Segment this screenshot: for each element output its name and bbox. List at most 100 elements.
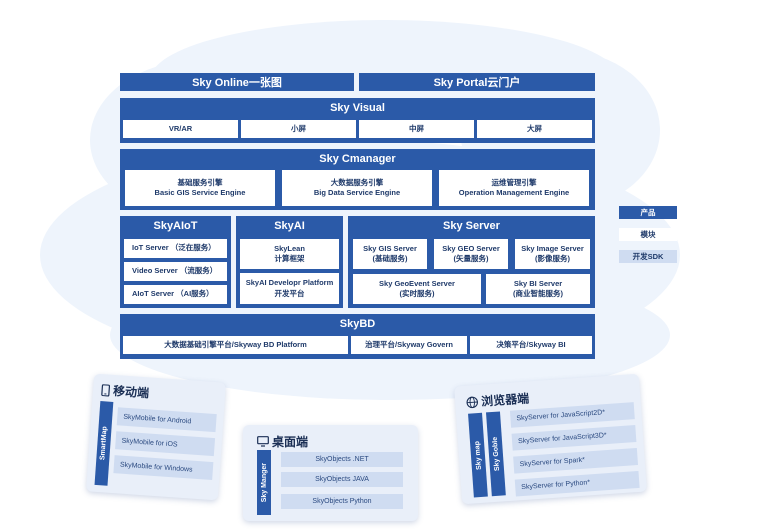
browser-title-label: 浏览器端 (480, 391, 530, 409)
engine-en-label: Operation Management Engine (458, 188, 570, 197)
server-item-geoevent: Sky GeoEvent Server (实时服务) (353, 274, 481, 304)
desktop-sky-manger-bar: Sky Manger (257, 450, 271, 515)
sdk-item-label: SkyObjects Python (312, 498, 372, 505)
sky-bd-group: SkyBD 大数据基础引擎平台/Skyway BD Platform 治理平台/… (120, 314, 595, 359)
sdk-item-label: SkyServer for Spark* (519, 456, 586, 469)
sdk-item-label: SkyObjects JAVA (315, 476, 369, 483)
bd-item-label: 治理平台/Skyway Govern (365, 339, 453, 349)
mobile-title: 移动端 (101, 381, 150, 401)
aiot-item-video: Video Server （流服务） (124, 262, 227, 281)
legend-sdk: 开发SDK (619, 250, 677, 263)
legend-product: 产品 (619, 206, 677, 219)
browser-title: 浏览器端 (466, 389, 530, 410)
visual-item-medium: 中屏 (359, 120, 474, 138)
visual-item-large: 大屏 (477, 120, 592, 138)
browser-sky-goble-bar: Sky Goble (485, 411, 506, 497)
visual-item-label: 小屏 (291, 123, 306, 133)
globe-icon (466, 396, 478, 408)
desktop-item-net: SkyObjects .NET (281, 452, 403, 467)
server-item-gis: Sky GIS Server (基础服务) (353, 239, 427, 269)
sky-visual-title: Sky Visual (330, 102, 385, 114)
sdk-item-label: SkyServer for JavaScript3D* (517, 432, 607, 446)
desktop-card: 桌面端 Sky Manger SkyObjects .NET SkyObject… (243, 425, 418, 521)
browser-bar-label: Sky map (473, 440, 483, 470)
desktop-bar-label: Sky Manger (260, 462, 268, 503)
visual-item-label: VR/AR (168, 123, 193, 133)
bd-item-label: 大数据基础引擎平台/Skyway BD Platform (164, 339, 307, 349)
visual-item-small: 小屏 (241, 120, 356, 138)
visual-item-label: 大屏 (527, 123, 542, 133)
server-item-label: Sky GeoEvent Server (379, 278, 455, 288)
aiot-item-iot: IoT Server （泛在服务） (124, 239, 227, 258)
engine-cn-label: 运维管理引擎 (491, 177, 537, 187)
mobile-item-android: SkyMobile for Android (116, 407, 217, 433)
cmanager-item-big-data: 大数据服务引擎 Big Data Service Engine (282, 170, 432, 206)
server-item-label: Sky GIS Server (363, 243, 417, 253)
aiot-item-label: IoT Server （泛在服务） (132, 243, 216, 253)
ai-item-sublabel: 开发平台 (274, 288, 305, 298)
server-item-label: Sky GEO Server (442, 243, 500, 253)
mobile-title-label: 移动端 (112, 383, 150, 401)
server-item-label: Sky BI Server (513, 278, 563, 288)
ai-item-skylean: SkyLean 计算框架 (240, 239, 339, 269)
visual-item-vr-ar: VR/AR (123, 120, 238, 138)
server-item-bi: Sky BI Server (商业智能服务) (486, 274, 590, 304)
sdk-item-label: SkyServer for Python* (521, 479, 591, 492)
sky-aiot-title: SkyAIoT (153, 220, 198, 232)
server-item-sublabel: (商业智能服务) (513, 289, 563, 298)
server-item-image: Sky Image Server (影像服务) (515, 239, 590, 269)
sky-ai-group: SkyAI SkyLean 计算框架 SkyAI Developr Platfo… (236, 216, 343, 308)
engine-cn-label: 大数据服务引擎 (330, 177, 384, 187)
desktop-item-python: SkyObjects Python (281, 494, 403, 509)
sdk-item-label: SkyMobile for Windows (119, 461, 193, 474)
mobile-smartmap-bar: SmartMap (94, 401, 114, 486)
sky-cmanager-title: Sky Cmanager (319, 153, 396, 165)
aiot-item-ai: AIoT Server （AI服务） (124, 285, 227, 304)
bd-item-bi: 决策平台/Skyway BI (470, 336, 592, 354)
server-item-sublabel: (影像服务) (535, 254, 570, 263)
bd-item-platform: 大数据基础引擎平台/Skyway BD Platform (123, 336, 348, 354)
monitor-icon (257, 436, 269, 447)
sdk-item-label: SkyObjects .NET (315, 456, 369, 463)
browser-bar-label: Sky Goble (491, 436, 501, 472)
browser-item-js3d: SkyServer for JavaScript3D* (511, 425, 637, 451)
engine-cn-label: 基础服务引擎 (177, 177, 223, 187)
sky-ai-title: SkyAI (274, 220, 305, 232)
desktop-title-label: 桌面端 (272, 435, 309, 449)
server-item-geo: Sky GEO Server (矢量服务) (434, 239, 508, 269)
server-item-sublabel: (矢量服务) (453, 254, 489, 263)
sky-online-bar: Sky Online一张图 (120, 73, 354, 91)
browser-card: 浏览器端 Sky map Sky Goble SkyServer for Jav… (454, 373, 647, 505)
desktop-title: 桌面端 (257, 433, 308, 450)
browser-item-python: SkyServer for Python* (514, 470, 640, 497)
sky-cmanager-group: Sky Cmanager 基础服务引擎 Basic GIS Service En… (120, 149, 595, 210)
engine-en-label: Big Data Service Engine (313, 188, 401, 197)
sdk-item-label: SkyMobile for Android (123, 413, 192, 425)
desktop-item-java: SkyObjects JAVA (281, 472, 403, 487)
ai-item-developer-platform: SkyAI Developr Platform 开发平台 (240, 273, 339, 304)
ai-item-label: SkyLean (274, 243, 305, 253)
sdk-item-label: SkyServer for JavaScript2D* (516, 409, 606, 423)
mobile-card: 移动端 SmartMap SkyMobile for Android SkyMo… (86, 373, 226, 501)
sky-portal-bar: Sky Portal云门户 (359, 73, 595, 91)
browser-item-spark: SkyServer for Spark* (513, 447, 639, 474)
aiot-item-label: Video Server （流服务） (132, 266, 218, 276)
server-item-label: Sky Image Server (521, 243, 584, 253)
sky-server-title: Sky Server (443, 220, 500, 232)
ai-item-label: SkyAI Developr Platform (245, 278, 334, 288)
cmanager-item-basic-gis: 基础服务引擎 Basic GIS Service Engine (125, 170, 275, 206)
mobile-bar-label: SmartMap (99, 426, 109, 461)
mobile-item-ios: SkyMobile for iOS (115, 431, 216, 457)
engine-en-label: Basic GIS Service Engine (154, 188, 246, 197)
mobile-item-windows: SkyMobile for Windows (113, 455, 214, 481)
aiot-item-label: AIoT Server （AI服务） (132, 289, 214, 299)
phone-icon (101, 383, 111, 397)
sky-aiot-group: SkyAIoT IoT Server （泛在服务） Video Server （… (120, 216, 231, 308)
server-item-sublabel: (实时服务) (399, 289, 435, 298)
legend-module: 模块 (619, 228, 677, 241)
browser-sky-map-bar: Sky map (468, 412, 488, 498)
sky-server-group: Sky Server Sky GIS Server (基础服务) Sky GEO… (348, 216, 595, 308)
sky-visual-group: Sky Visual VR/AR 小屏 中屏 大屏 (120, 98, 595, 143)
server-item-sublabel: (基础服务) (372, 254, 408, 263)
cmanager-item-operation: 运维管理引擎 Operation Management Engine (439, 170, 589, 206)
